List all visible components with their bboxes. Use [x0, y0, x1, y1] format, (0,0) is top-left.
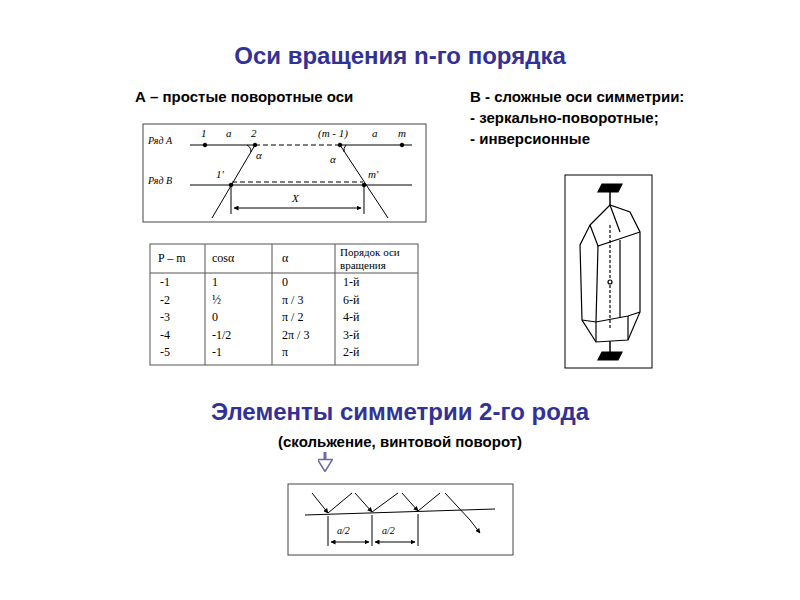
label: m [398, 127, 406, 140]
table-grid [150, 244, 418, 365]
label: a [226, 127, 232, 140]
label: 6-й [343, 294, 359, 308]
label: Элементы симметрии 2-го рода [211, 398, 589, 426]
label: X [292, 192, 299, 205]
label: α [330, 153, 336, 166]
label: 0 [212, 311, 218, 325]
label: π [282, 346, 288, 360]
label: 2-й [343, 346, 359, 360]
label: α [282, 252, 288, 266]
row-figure [143, 124, 426, 222]
label: -3 [160, 311, 170, 325]
label: cosα [212, 252, 234, 266]
label: -2 [160, 294, 170, 308]
label: 1 [212, 276, 218, 290]
label: Ряд В [148, 175, 172, 187]
label: -1 [160, 276, 170, 290]
label: -5 [160, 346, 170, 360]
glide-figure [288, 484, 513, 555]
label: a [372, 127, 378, 140]
pointer-arrow [324, 452, 327, 470]
crystal-figure [565, 175, 652, 368]
label: m' [368, 168, 378, 181]
label: В - сложные оси симметрии: [470, 88, 684, 105]
label: 1-й [343, 276, 359, 290]
label: ½ [212, 294, 221, 308]
label: 4-й [343, 311, 359, 325]
label: Ряд А [148, 135, 172, 147]
label: - зеркально-поворотные; [470, 109, 659, 126]
label: 2π / 3 [282, 329, 309, 343]
label: (скольжение, винтовой поворот) [278, 433, 522, 450]
label: α [256, 149, 262, 162]
label: a/2 [382, 525, 395, 537]
label: 3-й [343, 329, 359, 343]
label: 2 [251, 127, 257, 140]
label: -1 [212, 346, 222, 360]
label: -4 [160, 329, 170, 343]
label: 1' [216, 168, 224, 181]
label: - инверсионные [470, 130, 590, 147]
label: π / 2 [282, 311, 303, 325]
label: А – простые поворотные оси [135, 88, 353, 105]
label: a/2 [337, 525, 350, 537]
label: (m - 1) [318, 127, 348, 140]
label: P – m [158, 252, 186, 266]
label: π / 3 [282, 294, 303, 308]
slide-title: Оси вращения n-го порядка [234, 42, 565, 70]
label: 1 [201, 127, 207, 140]
label: -1/2 [212, 329, 231, 343]
label: 0 [282, 276, 288, 290]
label: Порядок оси вращения [340, 246, 414, 271]
